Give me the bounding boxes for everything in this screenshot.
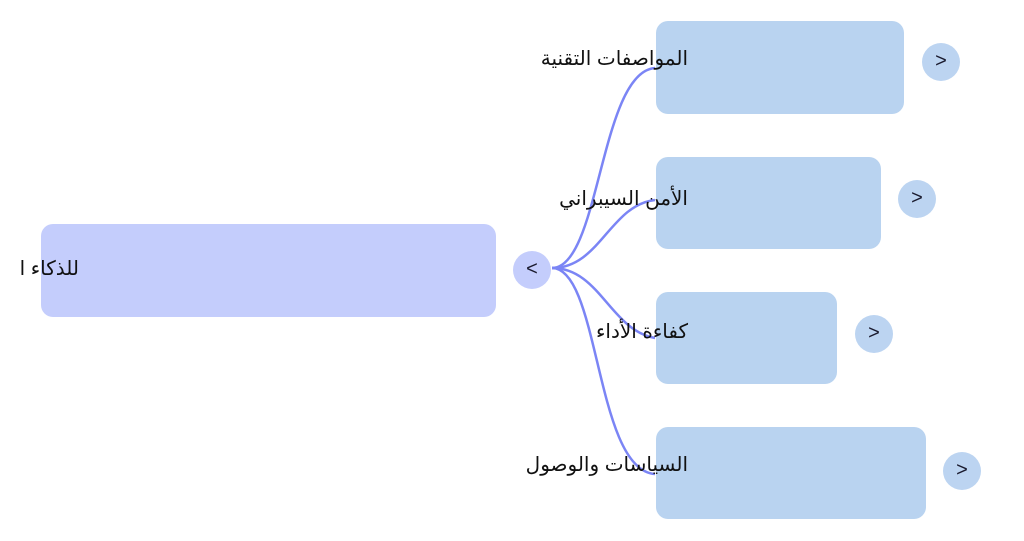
- child-node-label: السياسات والوصول: [525, 454, 688, 476]
- child-expand-toggle-3[interactable]: >: [855, 315, 893, 353]
- child-node-label: كفاءة الأداء: [595, 321, 688, 343]
- connector-line-4: [551, 266, 656, 476]
- child-node-technical-specs[interactable]: [656, 21, 904, 114]
- child-node-performance[interactable]: [656, 292, 837, 384]
- child-expand-toggle-2[interactable]: >: [898, 180, 936, 218]
- child-node-cybersecurity[interactable]: [656, 157, 881, 249]
- root-node-label: للذكاء ا: [19, 258, 79, 280]
- child-expand-toggle-1[interactable]: >: [922, 43, 960, 81]
- child-node-label: الأمن السيبراني: [559, 188, 688, 210]
- root-collapse-toggle[interactable]: <: [513, 251, 551, 289]
- connector-line-1: [551, 66, 656, 270]
- root-node[interactable]: [41, 224, 496, 317]
- child-node-policies-access[interactable]: [656, 427, 926, 519]
- child-node-label: المواصفات التقنية: [540, 48, 688, 70]
- child-expand-toggle-4[interactable]: >: [943, 452, 981, 490]
